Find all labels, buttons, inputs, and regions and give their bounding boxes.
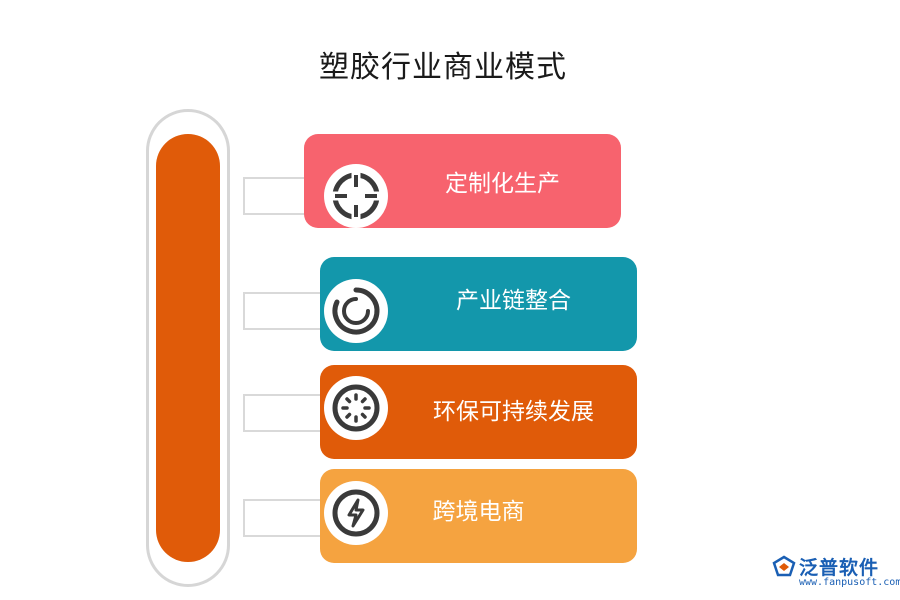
diagram-title: 塑胶行业商业模式 (319, 50, 567, 85)
brand-logo: 泛普软件 www.fanpusoft.com (772, 553, 900, 593)
icon-circle-4 (324, 481, 388, 545)
circular-arrows-icon (332, 287, 380, 335)
fanpu-logo-icon (772, 555, 796, 577)
card-label: 产业链整合 (456, 288, 571, 314)
timeline-pill-fill (156, 134, 220, 562)
logo-url: www.fanpusoft.com (799, 577, 900, 588)
card-label: 定制化生产 (445, 171, 560, 197)
icon-circle-1 (324, 164, 388, 228)
logo-name: 泛普软件 (799, 557, 880, 579)
lightning-icon (332, 489, 380, 537)
dotted-circle-icon (332, 384, 380, 432)
crosshair-icon (332, 172, 380, 220)
card-label: 跨境电商 (432, 499, 525, 525)
icon-circle-3 (324, 376, 388, 440)
card-label: 环保可持续发展 (433, 399, 594, 425)
icon-circle-2 (324, 279, 388, 343)
